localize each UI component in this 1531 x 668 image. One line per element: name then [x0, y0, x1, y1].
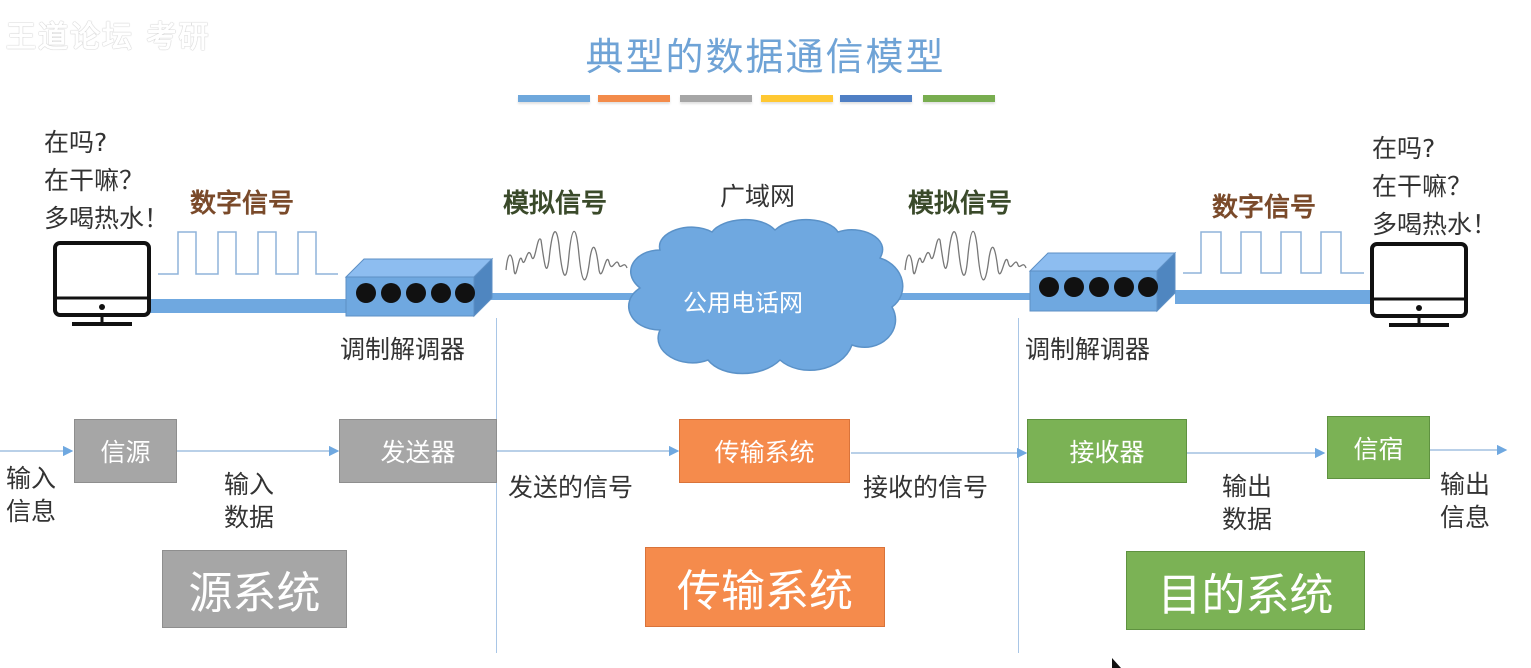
input-info-label: 输入 信息	[6, 464, 57, 526]
left-digital-signal-label: 数字信号	[190, 189, 295, 219]
accent-bar-4	[761, 95, 833, 102]
received-signal-label: 接收的信号	[863, 473, 989, 502]
right-digital-cable	[1175, 290, 1373, 304]
right-chat-text: 在吗? 在干嘛？ 多喝热水！	[1372, 134, 1498, 239]
source-system-box: 源系统	[162, 550, 347, 628]
right-modem-icon	[1028, 251, 1177, 313]
right-analog-cable	[895, 293, 1035, 300]
right-digital-waveform	[1183, 231, 1364, 274]
left-analog-waveform	[505, 230, 628, 281]
left-analog-cable	[480, 293, 640, 300]
page-title: 典型的数据通信模型	[585, 35, 946, 79]
right-computer-icon	[1370, 242, 1468, 327]
left-analog-signal-label: 模拟信号	[503, 189, 608, 219]
cloud-icon	[628, 218, 904, 375]
right-digital-signal-label: 数字信号	[1212, 193, 1317, 223]
wan-label: 广域网	[720, 182, 796, 211]
network-graphic	[53, 218, 1468, 375]
right-modem-label: 调制解调器	[1025, 335, 1151, 364]
left-digital-waveform	[158, 231, 338, 275]
transmission-system-box: 传输系统	[679, 419, 850, 483]
right-analog-signal-label: 模拟信号	[908, 189, 1013, 219]
left-digital-cable	[150, 299, 350, 313]
accent-bar-3	[680, 95, 752, 102]
transmitter-box: 发送器	[339, 419, 497, 483]
cloud-label: 公用电话网	[683, 289, 803, 317]
left-chat-text: 在吗? 在干嘛？ 多喝热水！	[44, 128, 170, 233]
left-modem-icon	[344, 257, 494, 318]
divider-left	[496, 318, 497, 653]
flow-arrows	[0, 444, 1508, 459]
sink-box: 信宿	[1327, 416, 1430, 479]
left-modem-label: 调制解调器	[340, 335, 466, 364]
left-computer-icon	[53, 241, 151, 326]
accent-bar-6	[923, 95, 995, 102]
destination-system-box: 目的系统	[1126, 551, 1365, 630]
sent-signal-label: 发送的信号	[508, 473, 634, 502]
watermark-logo: 王道论坛 考研	[6, 20, 211, 55]
accent-bar-1	[518, 95, 590, 102]
mouse-cursor-icon	[1112, 658, 1121, 668]
accent-bar-5	[840, 95, 912, 102]
right-analog-waveform	[904, 230, 1027, 281]
output-info-label: 输出 信息	[1440, 470, 1491, 532]
divider-right	[1018, 318, 1019, 653]
output-data-label: 输出 数据	[1222, 472, 1273, 534]
input-data-label: 输入 数据	[224, 470, 275, 532]
source-box: 信源	[74, 419, 177, 483]
accent-bar-2	[598, 95, 670, 102]
transmission-system-big-box: 传输系统	[645, 547, 885, 627]
receiver-box: 接收器	[1027, 419, 1187, 483]
